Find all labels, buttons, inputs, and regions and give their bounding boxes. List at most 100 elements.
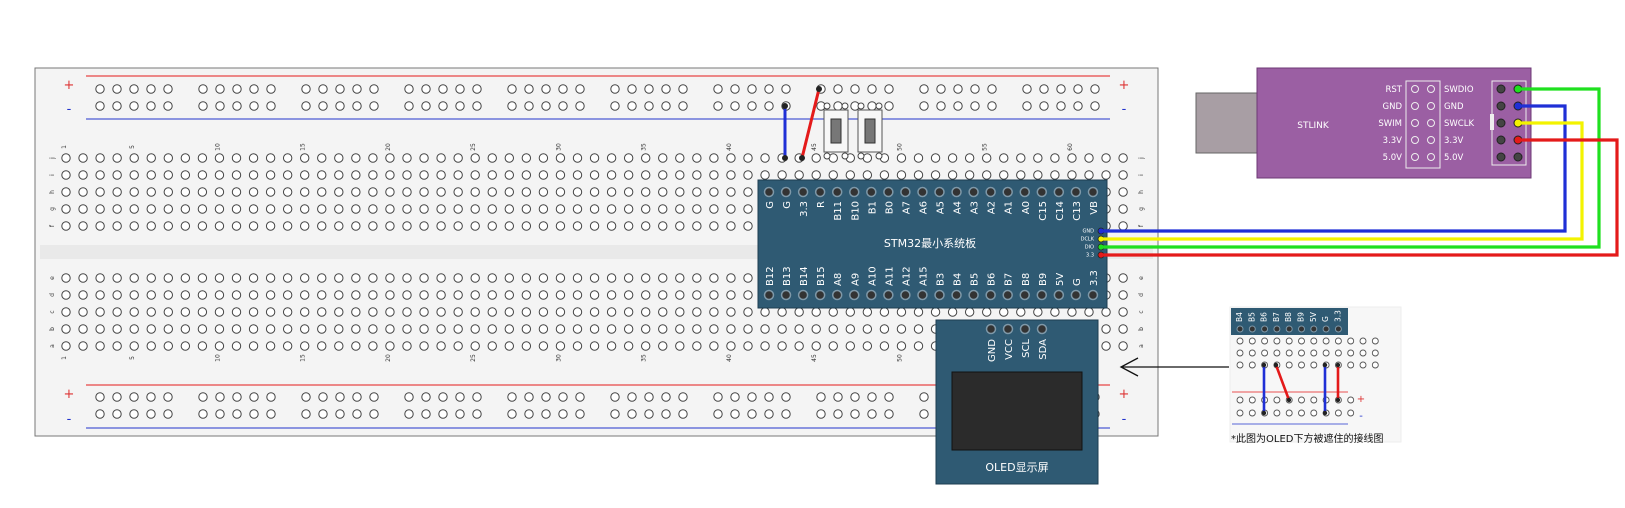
terminal-hole [777, 170, 787, 180]
terminal-hole [743, 324, 753, 334]
inset-hole [1322, 337, 1330, 345]
inset-hole [1334, 337, 1342, 345]
terminal-hole [197, 307, 208, 317]
terminal-hole [521, 324, 532, 334]
stm32-top-pin-label: C15 [1038, 201, 1049, 221]
terminal-hole [368, 170, 378, 180]
rail-hole [352, 84, 362, 94]
stm32-bottom-pin [1036, 289, 1048, 301]
rail-hole [472, 392, 482, 402]
inset-hole [1298, 349, 1305, 357]
rail-hole [987, 101, 997, 111]
rail-hole [867, 392, 877, 402]
terminal-hole [453, 324, 463, 334]
terminal-hole [129, 187, 139, 197]
terminal-hole [572, 187, 583, 197]
rail-hole [163, 409, 173, 419]
terminal-hole [521, 307, 532, 317]
inset-hole [1285, 361, 1293, 369]
rail-hole [335, 101, 345, 111]
terminal-hole [351, 307, 361, 317]
rail-hole [764, 392, 774, 402]
terminal-hole [811, 341, 821, 351]
terminal-hole [555, 170, 566, 180]
terminal-hole [61, 290, 71, 300]
terminal-hole [248, 153, 259, 163]
rail-hole [1039, 101, 1049, 111]
inset-wire-end [1335, 362, 1341, 368]
terminal-hole [436, 153, 446, 163]
stm32-bottom-pin [1002, 289, 1013, 301]
rail-hole [421, 84, 431, 94]
terminal-hole [862, 324, 873, 334]
terminal-hole [692, 341, 702, 351]
stm32-bottom-pin-label: B9 [1038, 273, 1049, 286]
stm32-bottom-pin-label: A12 [901, 266, 912, 286]
stm32-top-pin [797, 186, 809, 198]
terminal-hole [572, 307, 583, 317]
terminal-hole [947, 153, 958, 163]
rail-hole [730, 101, 740, 111]
push-buttons [823, 102, 883, 160]
stm32-bottom-pin [917, 289, 928, 301]
stm32-bottom-pin [934, 289, 945, 301]
rail-hole [524, 409, 534, 419]
inset-hole [1334, 349, 1342, 357]
terminal-hole [555, 307, 566, 317]
terminal-hole [692, 204, 702, 214]
terminal-hole [487, 273, 497, 283]
stm32-bottom-pin [1019, 289, 1030, 301]
rail-hole [678, 101, 688, 111]
terminal-hole [845, 341, 855, 351]
terminal-hole [78, 307, 88, 317]
terminal-hole [487, 221, 497, 231]
rail-hole [507, 409, 517, 419]
inset-hole [1310, 361, 1318, 369]
stm32-bottom-pin-label: G [1072, 278, 1083, 286]
rail-hole [919, 392, 929, 402]
terminal-hole [777, 341, 787, 351]
terminal-hole [453, 170, 463, 180]
terminal-hole [214, 170, 225, 180]
terminal-hole [1118, 204, 1128, 214]
terminal-hole [487, 204, 497, 214]
stm32-top-pin [1002, 186, 1013, 198]
terminal-hole [606, 170, 617, 180]
terminal-hole [78, 290, 88, 300]
rail-hole [644, 84, 654, 94]
terminal-hole [78, 153, 88, 163]
rail-hole [438, 409, 448, 419]
rail-hole [747, 84, 757, 94]
terminal-hole [453, 290, 463, 300]
inset-hole [1347, 349, 1355, 357]
rail-hole [713, 392, 723, 402]
stm32-bottom-pin [951, 289, 962, 301]
terminal-hole [385, 324, 395, 334]
terminal-hole [180, 324, 191, 334]
inset-rail-hole [1248, 396, 1256, 404]
rail-hole [919, 84, 929, 94]
terminal-hole [368, 341, 378, 351]
terminal-hole [146, 273, 156, 283]
terminal-hole [828, 324, 838, 334]
stm32-top-pin-label: B10 [850, 201, 861, 221]
terminal-hole [658, 341, 668, 351]
terminal-hole [1118, 324, 1128, 334]
rail-hole [266, 84, 276, 94]
terminal-hole [606, 153, 617, 163]
row-letter: i [49, 174, 56, 176]
stm32-top-pin-label: 3.3 [799, 201, 810, 217]
terminal-hole [351, 221, 361, 231]
stlink-left-label: RST [1386, 85, 1403, 95]
inset-pin-label: B6 [1260, 312, 1269, 322]
terminal-hole [1084, 170, 1094, 180]
terminal-hole [726, 204, 736, 214]
terminal-hole [351, 290, 361, 300]
stm32-bottom-pin-label: A11 [884, 266, 895, 286]
terminal-hole [504, 221, 514, 231]
terminal-hole [555, 153, 566, 163]
terminal-hole [487, 307, 497, 317]
terminal-hole [1067, 307, 1077, 317]
rail-hole [112, 409, 122, 419]
terminal-hole [146, 153, 156, 163]
